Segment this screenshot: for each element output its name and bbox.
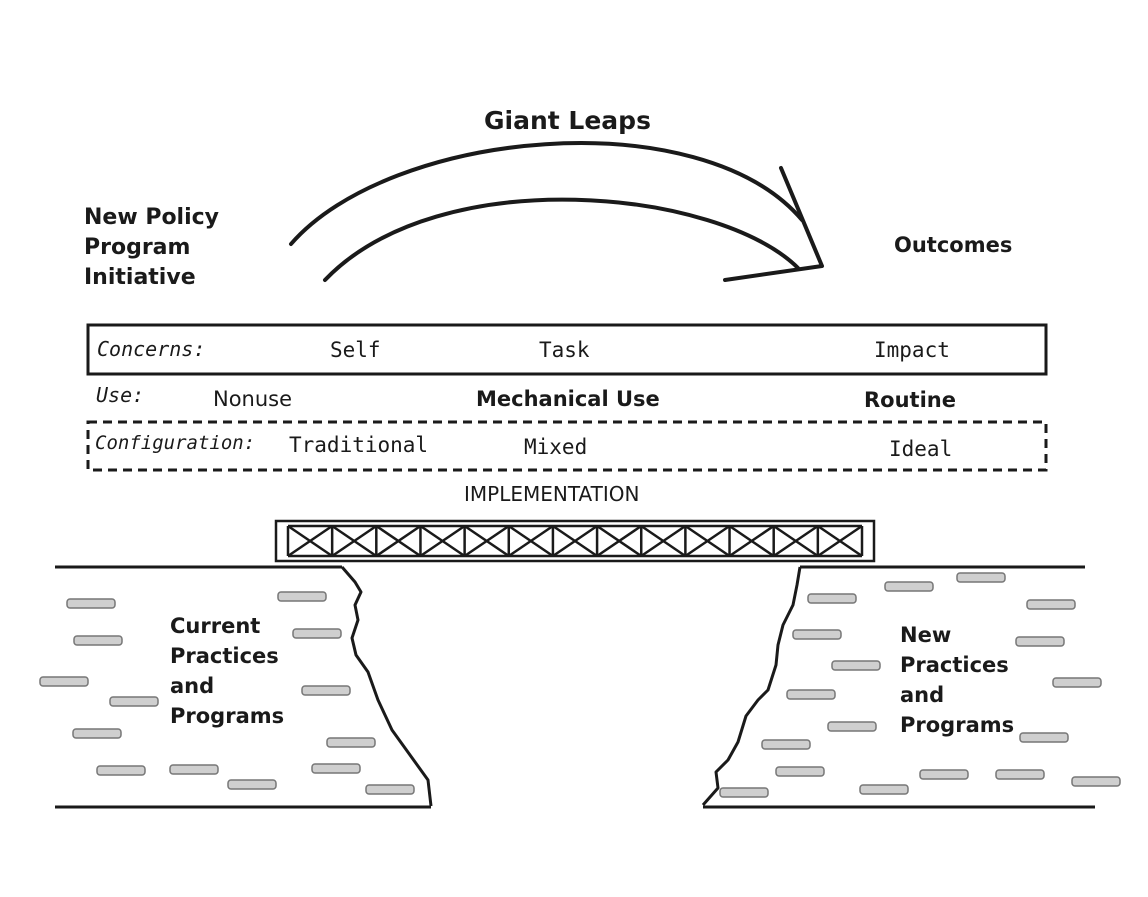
right-cliff	[701, 565, 1095, 809]
truss-diagonal	[287, 524, 333, 558]
configuration-label: Configuration:	[95, 432, 256, 454]
diagram-title: Giant Leaps	[484, 106, 651, 135]
use-stage: Mechanical Use	[476, 387, 660, 411]
configuration-stage: Ideal	[889, 437, 953, 461]
truss-diagonal	[817, 524, 863, 558]
truss-diagonal	[640, 524, 687, 558]
new-policy-line: Program	[84, 235, 191, 260]
configuration-stage: Mixed	[524, 435, 588, 459]
implementation-label: IMPLEMENTATION	[464, 482, 640, 506]
truss-diagonal	[375, 524, 422, 558]
truss-diagonal	[596, 524, 642, 558]
left-cliff-bricks	[39, 591, 415, 795]
outcomes-label: Outcomes	[894, 233, 1013, 257]
giant-leap-arrow	[289, 141, 824, 282]
new-practices-line: and	[900, 683, 945, 707]
use-label: Use:	[96, 383, 145, 407]
truss-diagonal	[728, 524, 775, 558]
configuration-box	[86, 420, 1048, 472]
new-practices-line: New	[900, 623, 952, 647]
configuration-stage: Traditional	[289, 433, 429, 457]
bridge-truss	[274, 519, 876, 563]
truss-diagonal	[331, 524, 378, 558]
truss-diagonal	[419, 524, 466, 558]
new-practices-label: New Practices and Programs	[900, 620, 1014, 740]
concerns-box	[86, 323, 1048, 376]
right-cliff-bricks	[719, 572, 1121, 798]
truss-diagonal	[508, 524, 554, 558]
truss-diagonal	[463, 524, 510, 558]
new-policy-line: New Policy	[84, 205, 220, 230]
use-stage: Routine	[864, 388, 956, 412]
new-practices-line: Programs	[900, 713, 1015, 737]
use-stage: Nonuse	[213, 387, 293, 411]
truss-diagonal	[552, 524, 598, 558]
truss-diagonal	[684, 524, 731, 558]
current-practices-line: and	[170, 674, 215, 698]
new-policy-label: New Policy Program Initiative	[84, 203, 219, 293]
current-practices-label: Current Practices and Programs	[170, 611, 284, 731]
concerns-stage: Impact	[874, 338, 950, 362]
concerns-stage: Task	[539, 338, 590, 362]
current-practices-line: Practices	[170, 644, 279, 668]
concerns-stage: Self	[330, 338, 381, 362]
concerns-label: Concerns:	[97, 337, 206, 361]
new-policy-line: Initiative	[84, 265, 196, 290]
current-practices-line: Programs	[170, 704, 285, 728]
new-practices-line: Practices	[900, 653, 1009, 677]
truss-diagonal	[772, 524, 819, 558]
left-cliff	[55, 565, 433, 809]
current-practices-line: Current	[170, 614, 261, 638]
